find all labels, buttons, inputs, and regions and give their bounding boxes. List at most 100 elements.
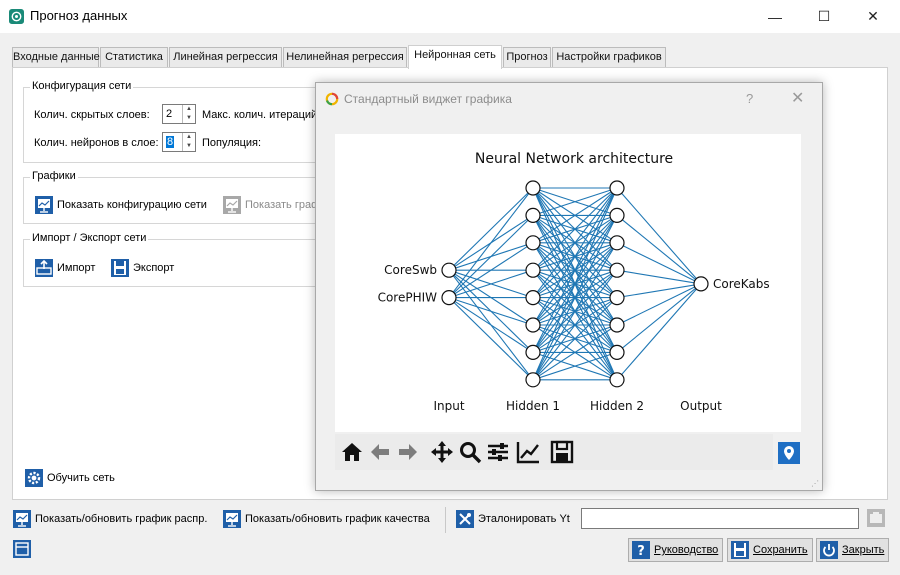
edit-curves-icon[interactable]	[515, 439, 541, 465]
edge	[532, 242, 618, 381]
edge	[448, 242, 534, 299]
edge	[448, 187, 534, 271]
edge	[616, 283, 702, 299]
dialog-help-button[interactable]: ?	[746, 91, 754, 106]
save-figure-icon[interactable]	[549, 439, 575, 465]
dialog-close-button[interactable]: ✕	[791, 90, 805, 107]
presentation-chart-icon	[223, 510, 241, 528]
spin-down-icon[interactable]: ▼	[186, 115, 192, 121]
floppy-disk-icon	[731, 541, 749, 559]
node-hidden-2	[609, 235, 625, 251]
resize-grip-icon[interactable]: ⋰	[811, 479, 819, 488]
chart-toolbar	[335, 434, 773, 470]
minimize-button[interactable]: —	[768, 8, 782, 25]
edge	[532, 215, 618, 381]
neurons-value: 8	[166, 136, 175, 148]
node-hidden-1	[525, 317, 541, 333]
show-config-label: Показать конфигурацию сети	[57, 199, 207, 211]
title-bar[interactable]	[0, 0, 900, 33]
edge	[532, 187, 618, 244]
edge	[448, 187, 534, 298]
edges-group	[448, 187, 702, 381]
tab-input-data[interactable]: Входные данные	[12, 47, 100, 68]
edge	[448, 215, 534, 298]
folder-icon[interactable]	[866, 508, 886, 528]
charts-title: Графики	[30, 170, 78, 182]
tab-linear-regression[interactable]: Линейная регрессия	[169, 47, 282, 68]
edge	[448, 297, 534, 353]
node-label: CorePHIW	[378, 291, 438, 305]
window-icon[interactable]	[12, 539, 32, 559]
show-distribution-label: Показать/обновить график распр.	[35, 513, 208, 525]
neurons-label: Колич. нейронов в слое:	[34, 137, 159, 149]
node-hidden-2	[609, 344, 625, 360]
neurons-spinbox[interactable]: 8 ▲ ▼	[162, 132, 196, 152]
node-hidden-1	[525, 262, 541, 278]
svg-text:?: ?	[637, 544, 645, 559]
layer-label: Output	[680, 399, 722, 413]
show-distribution-chart-button[interactable]: Показать/обновить график распр.	[12, 508, 207, 530]
maximize-button[interactable]: ☐	[817, 8, 831, 24]
configure-subplots-icon[interactable]	[485, 439, 511, 465]
yt-input[interactable]	[581, 508, 859, 529]
power-icon	[820, 541, 838, 559]
hidden-layers-value: 2	[166, 108, 173, 120]
node-hidden-1	[525, 235, 541, 251]
import-label: Импорт	[57, 262, 96, 274]
calibrate-yt-button[interactable]: Эталонировать Yt	[455, 508, 570, 530]
edge	[532, 187, 618, 381]
node-hidden-2	[609, 207, 625, 224]
edge	[616, 283, 702, 326]
show-quality-chart-button[interactable]: Показать/обновить график качества	[222, 508, 430, 530]
node-hidden-2	[609, 372, 625, 388]
edge	[616, 269, 702, 285]
spin-up-icon[interactable]: ▲	[186, 134, 192, 140]
save-label: Сохранить	[753, 544, 808, 556]
edge	[616, 242, 702, 285]
nodes-group	[441, 180, 709, 388]
edge	[532, 351, 618, 381]
dialog-app-icon	[325, 92, 339, 106]
location-pin-icon[interactable]	[778, 442, 800, 464]
tab-statistics[interactable]: Статистика	[100, 47, 168, 68]
neurons-arrows[interactable]: ▲ ▼	[182, 133, 195, 151]
tab-forecast[interactable]: Прогноз	[503, 47, 551, 68]
hidden-layers-spinbox[interactable]: 2 ▲ ▼	[162, 104, 196, 124]
save-button[interactable]: Сохранить	[727, 538, 813, 562]
import-button[interactable]: Импорт	[34, 257, 95, 279]
close-window-button[interactable]: ✕	[867, 8, 879, 24]
edge	[532, 187, 618, 216]
tools-icon	[456, 510, 474, 528]
tab-nonlinear-regression[interactable]: Нелинейная регрессия	[283, 47, 407, 68]
home-icon[interactable]	[339, 439, 365, 465]
edge	[448, 269, 534, 299]
spin-up-icon[interactable]: ▲	[186, 106, 192, 112]
pan-icon[interactable]	[429, 439, 455, 465]
zoom-icon[interactable]	[457, 439, 483, 465]
guide-button[interactable]: ? Руководство	[628, 538, 724, 562]
node-label: CoreKabs	[713, 277, 770, 291]
edge	[532, 297, 618, 381]
node-hidden-1	[525, 290, 541, 306]
chart-title: Neural Network architecture	[475, 151, 673, 167]
gear-icon	[25, 469, 43, 487]
back-arrow-icon[interactable]	[367, 439, 393, 465]
tab-neural-network[interactable]: Нейронная сеть	[408, 45, 502, 69]
close-button[interactable]: Закрыть	[816, 538, 890, 562]
train-network-button[interactable]: Обучить сеть	[24, 467, 115, 489]
dialog-title: Стандартный виджет графика	[344, 92, 512, 106]
show-config-button[interactable]: Показать конфигурацию сети	[34, 194, 207, 216]
chart-dialog[interactable]: Стандартный виджет графика ? ✕ Neural Ne…	[315, 82, 823, 491]
window-title: Прогноз данных	[30, 8, 128, 23]
export-button[interactable]: Экспорт	[110, 257, 174, 279]
hidden-layers-arrows[interactable]: ▲ ▼	[182, 105, 195, 123]
spin-down-icon[interactable]: ▼	[186, 143, 192, 149]
node-hidden-2	[609, 180, 625, 196]
show-quality-label: Показать/обновить график качества	[245, 513, 430, 525]
tab-chart-settings[interactable]: Настройки графиков	[552, 47, 666, 68]
node-label: CoreSwb	[384, 263, 437, 277]
edge	[532, 324, 618, 381]
show-graph-button[interactable]: Показать граф	[222, 194, 320, 216]
forward-arrow-icon[interactable]	[395, 439, 421, 465]
node-hidden-1	[525, 344, 541, 360]
